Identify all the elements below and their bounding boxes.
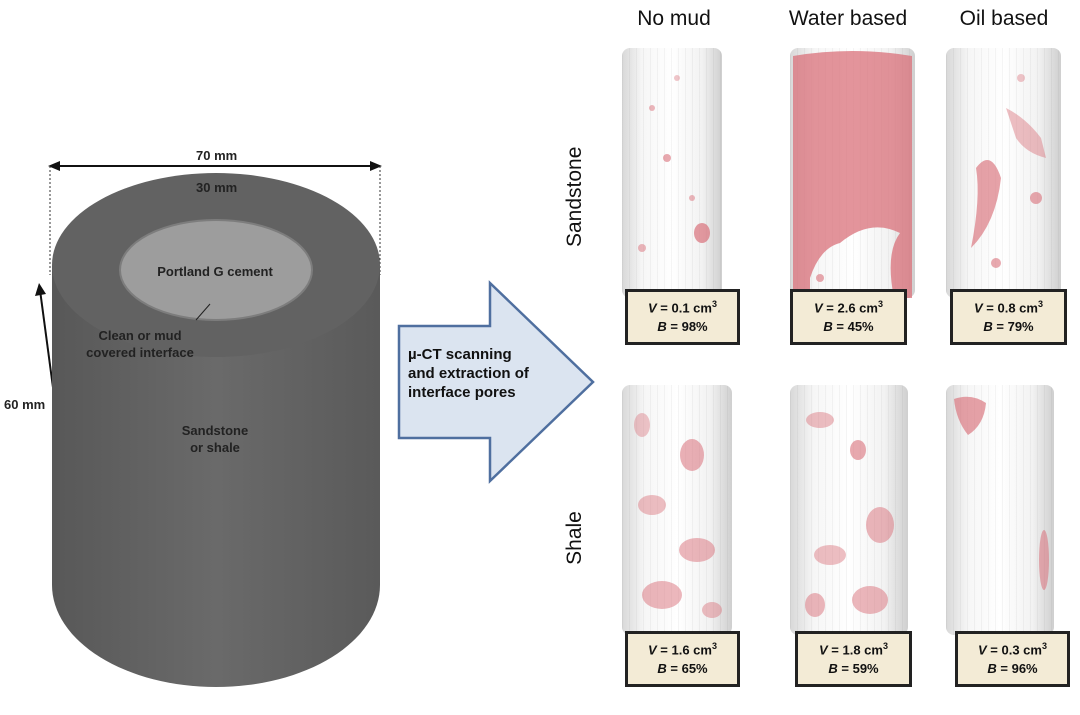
scan-shale-no-mud	[622, 385, 732, 635]
unit-exponent: 3	[711, 299, 717, 309]
scan-sandstone-no-mud	[622, 48, 722, 298]
result-box-sandstone-no-mud: V = 0.1 cm3 B = 98%	[625, 289, 740, 345]
volume-symbol: V	[974, 300, 983, 316]
cement-plug	[119, 219, 313, 321]
bonding-value: B = 96%	[958, 659, 1067, 678]
core-sample-diagram	[35, 161, 382, 687]
scan-sandstone-water-based	[790, 48, 915, 298]
bonding-value: B = 79%	[953, 317, 1064, 336]
unit-exponent: 3	[877, 299, 883, 309]
column-header-oil-based: Oil based	[959, 7, 1049, 30]
pores-sandstone-oil-based	[971, 74, 1046, 268]
bonding-text: = 59%	[841, 661, 879, 677]
column-header-no-mud: No mud	[637, 7, 711, 30]
row-header-sandstone: Sandstone	[563, 146, 586, 247]
result-box-shale-oil-based: V = 0.3 cm3 B = 96%	[955, 631, 1070, 687]
bonding-value: B = 59%	[798, 659, 909, 678]
bonding-symbol: B	[823, 319, 833, 335]
result-box-shale-water-based: V = 1.8 cm3 B = 59%	[795, 631, 912, 687]
unit-exponent: 3	[882, 641, 888, 651]
scan-shale-water-based	[790, 385, 908, 635]
outer-diameter-label: 70 mm	[196, 148, 238, 163]
bonding-value: B = 65%	[628, 659, 737, 678]
height-label: 60 mm	[4, 397, 46, 412]
bonding-text: = 98%	[670, 319, 708, 335]
bonding-symbol: B	[828, 661, 838, 677]
interface-label-line2: covered interface	[86, 345, 194, 360]
column-header-water-based: Water based	[788, 7, 908, 30]
bonding-text: = 79%	[996, 319, 1034, 335]
pores-shale-water-based	[805, 412, 894, 617]
result-box-shale-no-mud: V = 1.6 cm3 B = 65%	[625, 631, 740, 687]
row-header-shale: Shale	[563, 511, 586, 565]
volume-text: = 1.8 cm	[831, 642, 883, 658]
pores-sandstone-water-based	[793, 51, 912, 298]
process-arrow-text: µ-CT scanning and extraction of interfac…	[408, 345, 588, 402]
process-line1: µ-CT scanning	[408, 346, 512, 363]
volume-value: V = 2.6 cm3	[793, 295, 904, 317]
bonding-text: = 45%	[836, 319, 874, 335]
volume-symbol: V	[814, 300, 823, 316]
volume-symbol: V	[978, 642, 987, 658]
volume-value: V = 0.8 cm3	[953, 295, 1064, 317]
bonding-symbol: B	[657, 661, 667, 677]
volume-text: = 0.8 cm	[986, 300, 1038, 316]
inner-diameter-label: 30 mm	[196, 180, 238, 195]
volume-value: V = 0.3 cm3	[958, 637, 1067, 659]
volume-text: = 1.6 cm	[660, 642, 712, 658]
pores-shale-no-mud	[634, 413, 722, 618]
process-line3: interface pores	[408, 384, 516, 401]
scan-shale-oil-based	[946, 385, 1054, 635]
rock-label-line1: Sandstone	[181, 423, 249, 438]
bonding-text: = 96%	[1000, 661, 1038, 677]
result-box-sandstone-water-based: V = 2.6 cm3 B = 45%	[790, 289, 907, 345]
pores-shale-oil-based	[954, 396, 1049, 590]
bonding-symbol: B	[987, 661, 997, 677]
interface-label-line1: Clean or mud	[98, 328, 182, 343]
rock-label-line2: or shale	[190, 440, 240, 455]
process-line2: and extraction of	[408, 365, 529, 382]
unit-exponent: 3	[1037, 299, 1043, 309]
unit-exponent: 3	[711, 641, 717, 651]
process-arrow	[397, 280, 595, 484]
bonding-text: = 65%	[670, 661, 708, 677]
volume-value: V = 0.1 cm3	[628, 295, 737, 317]
unit-exponent: 3	[1041, 641, 1047, 651]
volume-symbol: V	[819, 642, 828, 658]
bonding-symbol: B	[657, 319, 667, 335]
volume-value: V = 1.6 cm3	[628, 637, 737, 659]
volume-text: = 0.3 cm	[990, 642, 1042, 658]
pores-sandstone-no-mud	[638, 75, 710, 252]
volume-value: V = 1.8 cm3	[798, 637, 909, 659]
volume-text: = 0.1 cm	[660, 300, 712, 316]
bonding-value: B = 45%	[793, 317, 904, 336]
volume-symbol: V	[648, 300, 657, 316]
cement-label: Portland G cement	[157, 264, 273, 279]
result-box-sandstone-oil-based: V = 0.8 cm3 B = 79%	[950, 289, 1067, 345]
scan-sandstone-oil-based	[946, 48, 1061, 298]
volume-text: = 2.6 cm	[826, 300, 878, 316]
bonding-value: B = 98%	[628, 317, 737, 336]
bonding-symbol: B	[983, 319, 993, 335]
interface-label: Clean or mud covered interface	[60, 327, 220, 361]
core-body	[52, 265, 380, 687]
volume-symbol: V	[648, 642, 657, 658]
rock-label: Sandstone or shale	[140, 422, 290, 456]
